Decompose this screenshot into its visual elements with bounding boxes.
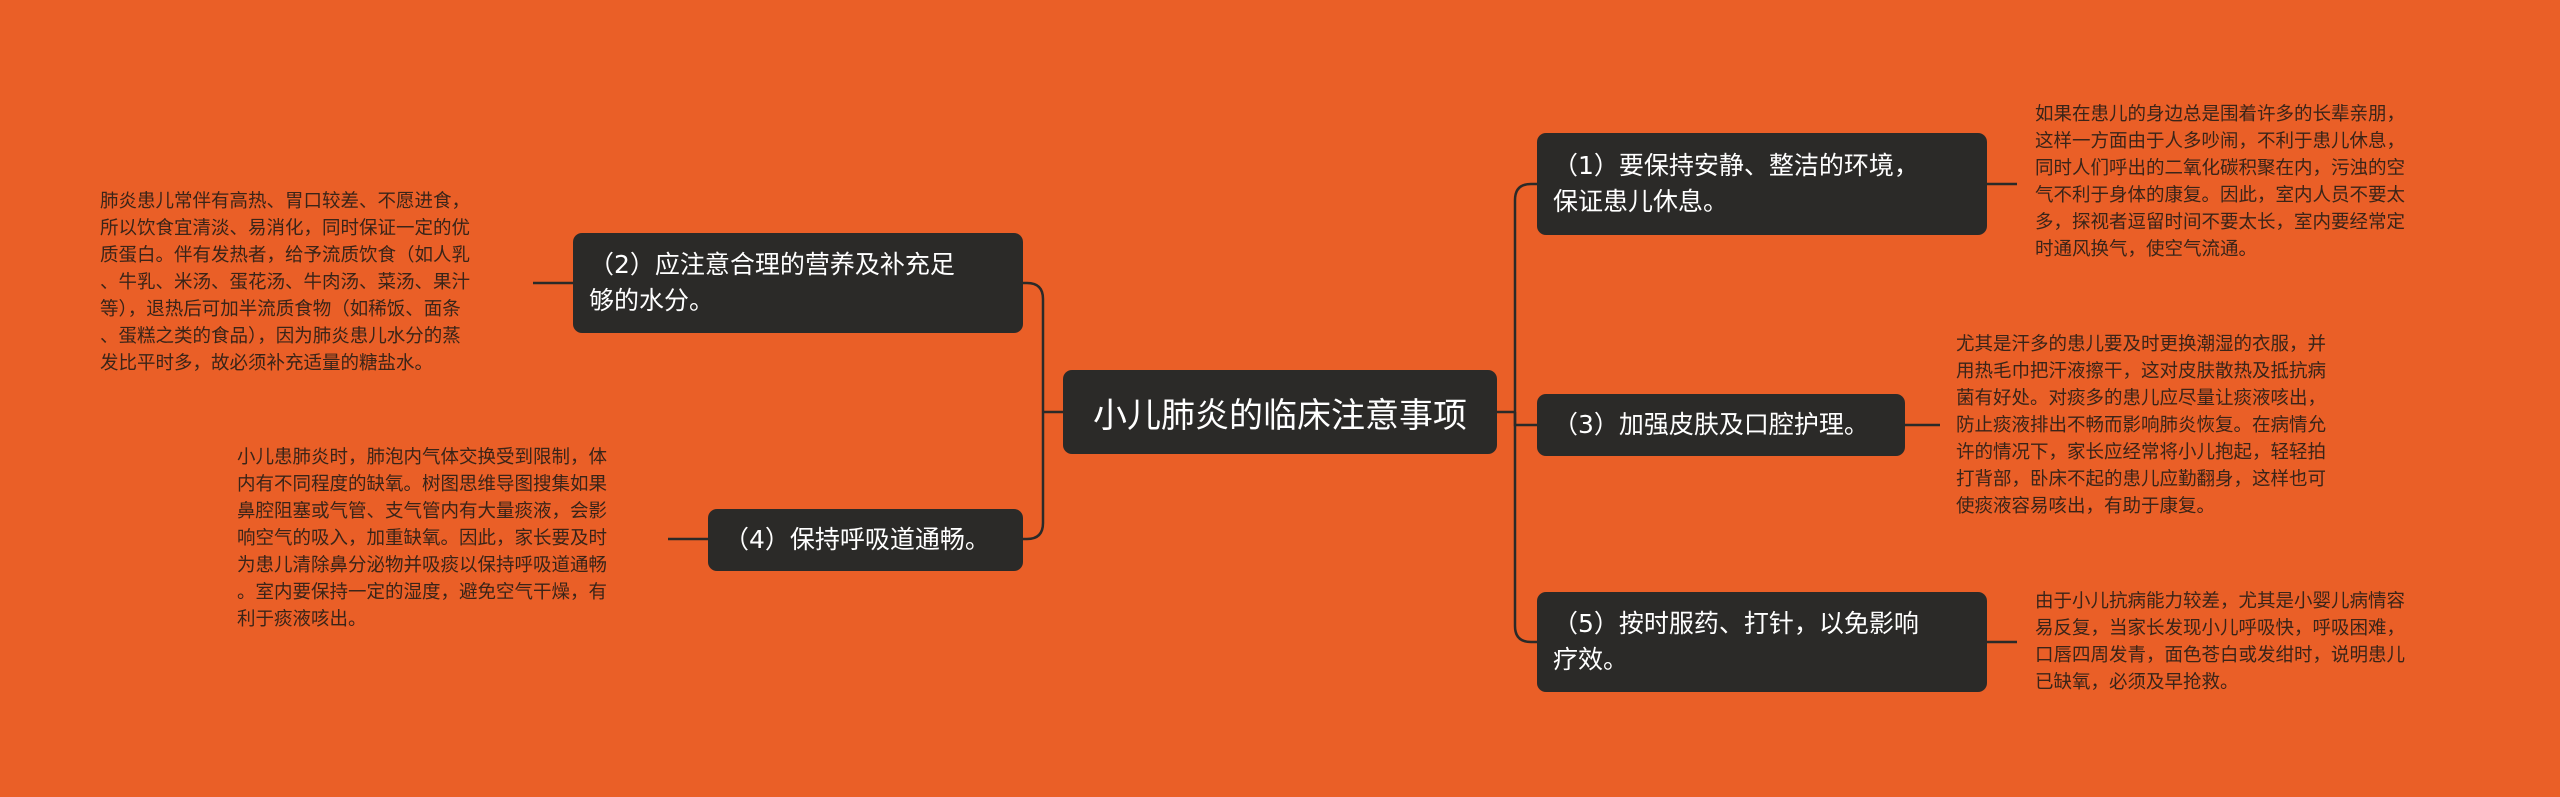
- central-topic-label: 小儿肺炎的临床注意事项: [1093, 395, 1467, 436]
- topic-label: （4）保持呼吸道通畅。: [724, 525, 990, 554]
- note-medication: 由于小儿抗病能力较差，尤其是小婴儿病情容 易反复，当家长发现小儿呼吸快，呼吸困难…: [2035, 591, 2406, 693]
- connector-t5: [1513, 412, 1537, 644]
- note-environment: 如果在患儿的身边总是围着许多的长辈亲朋， 这样一方面由于人多吵闹，不利于患儿休息…: [2035, 104, 2406, 260]
- topic-skin-oral-care[interactable]: （3）加强皮肤及口腔护理。: [1537, 394, 1905, 456]
- connector-t3: [1513, 412, 1537, 427]
- note-skin-oral-care: 尤其是汗多的患儿要及时更换潮湿的衣服，并 用热毛巾把汗液擦干，这对皮肤散热及抵抗…: [1956, 334, 2327, 517]
- note-nutrition: 肺炎患儿常伴有高热、胃口较差、不愿进食， 所以饮食宜清淡、易消化，同时保证一定的…: [100, 191, 471, 374]
- connector-t4: [1023, 412, 1045, 541]
- topic-airway[interactable]: （4）保持呼吸道通畅。: [708, 509, 1023, 571]
- topic-label: （5）按时服药、打针，以免影响 疗效。: [1553, 609, 1919, 674]
- topic-medication[interactable]: （5）按时服药、打针，以免影响 疗效。: [1537, 592, 1987, 692]
- connector-t1: [1513, 182, 1537, 412]
- connector-t2: [1023, 281, 1045, 412]
- topic-label: （3）加强皮肤及口腔护理。: [1553, 410, 1869, 439]
- topic-label: （1）要保持安静、整洁的环境， 保证患儿休息。: [1553, 151, 1919, 216]
- note-airway: 小儿患肺炎时，肺泡内气体交换受到限制，体 内有不同程度的缺氧。树图思维导图搜集如…: [237, 447, 608, 630]
- topic-label: （2）应注意合理的营养及补充足 够的水分。: [589, 250, 955, 315]
- topic-nutrition[interactable]: （2）应注意合理的营养及补充足 够的水分。: [573, 233, 1023, 333]
- central-topic[interactable]: 小儿肺炎的临床注意事项: [1063, 370, 1497, 454]
- topic-environment[interactable]: （1）要保持安静、整洁的环境， 保证患儿休息。: [1537, 133, 1987, 235]
